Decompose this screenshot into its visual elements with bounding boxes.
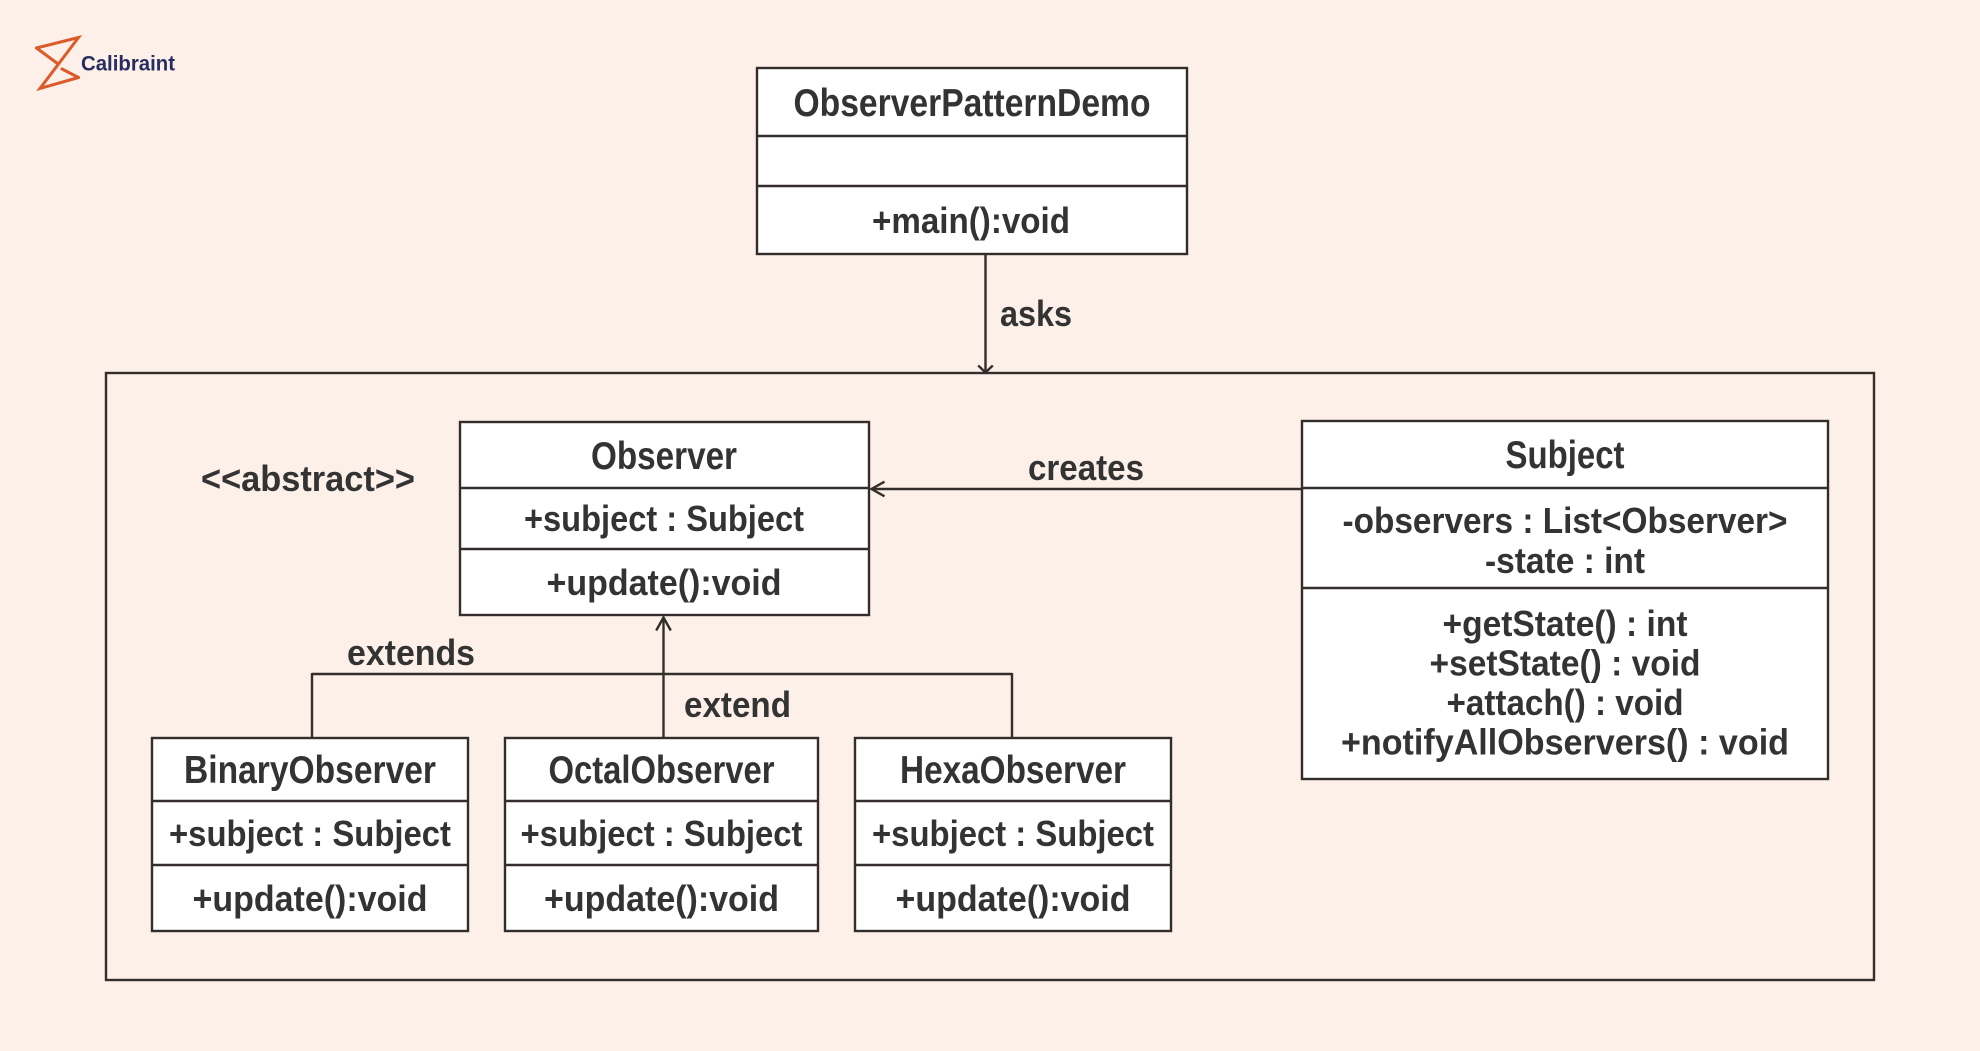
svg-text:+getState() : int: +getState() : int (1443, 603, 1688, 644)
svg-text:<<abstract>>: <<abstract>> (201, 458, 415, 499)
svg-text:Observer: Observer (591, 435, 737, 478)
svg-text:ObserverPatternDemo: ObserverPatternDemo (794, 82, 1151, 125)
svg-text:OctalObserver: OctalObserver (549, 749, 775, 792)
svg-text:+notifyAllObservers() : void: +notifyAllObservers() : void (1341, 722, 1789, 763)
svg-text:+main():void: +main():void (872, 200, 1070, 241)
svg-text:+subject : Subject: +subject : Subject (521, 813, 803, 854)
svg-text:+subject : Subject: +subject : Subject (169, 813, 451, 854)
svg-text:+update():void: +update():void (896, 878, 1131, 919)
svg-text:+subject : Subject: +subject : Subject (524, 498, 804, 539)
svg-text:+update():void: +update():void (544, 878, 779, 919)
svg-text:HexaObserver: HexaObserver (900, 749, 1126, 792)
svg-text:BinaryObserver: BinaryObserver (184, 749, 436, 792)
svg-text:+subject : Subject: +subject : Subject (872, 813, 1154, 854)
svg-text:+setState() : void: +setState() : void (1430, 643, 1701, 684)
svg-text:creates: creates (1028, 447, 1144, 488)
svg-text:asks: asks (1000, 293, 1072, 334)
svg-text:Subject: Subject (1506, 434, 1625, 477)
svg-text:Calibraint: Calibraint (81, 52, 175, 76)
svg-text:+update():void: +update():void (193, 878, 428, 919)
svg-text:+update():void: +update():void (547, 562, 782, 603)
svg-text:extend: extend (684, 684, 791, 725)
svg-text:-observers : List<Observer>: -observers : List<Observer> (1343, 500, 1788, 541)
svg-text:+attach() : void: +attach() : void (1447, 682, 1684, 723)
svg-text:-state : int: -state : int (1485, 540, 1645, 581)
svg-text:extends: extends (347, 632, 475, 673)
